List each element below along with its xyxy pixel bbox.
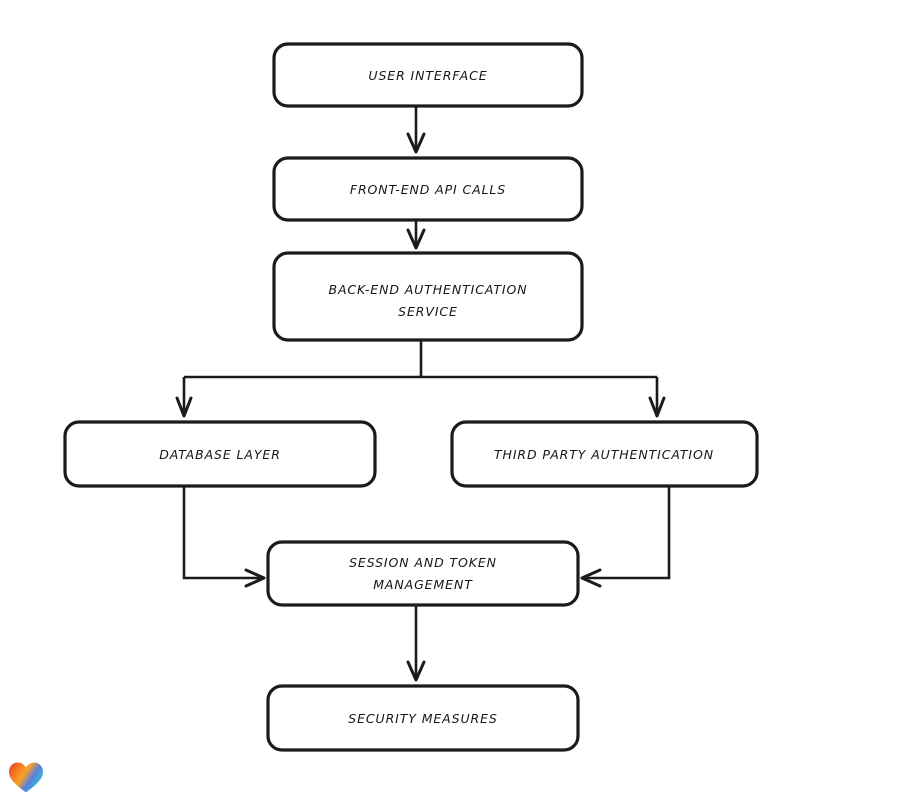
node-user-interface-label: USER INTERFACE [368,68,487,83]
edge-backend-to-database [175,377,193,418]
node-third-party-auth-shape [450,420,759,488]
edge-database-to-session [182,486,266,588]
node-back-end-auth-service[interactable]: BACK-END AUTHENTICATION SERVICE [272,251,584,342]
edge-backend-to-thirdparty [648,377,666,418]
node-third-party-auth[interactable]: THIRD PARTY AUTHENTICATION [450,420,759,488]
node-front-end-api-calls[interactable]: FRONT-END API CALLS [272,156,584,222]
edge-session-to-security [406,605,426,682]
node-security-measures[interactable]: SECURITY MEASURES [266,684,580,752]
node-third-party-auth-label: THIRD PARTY AUTHENTICATION [494,447,714,462]
edge-thirdparty-to-session [580,486,671,588]
edge-ui-to-frontend [406,106,426,154]
heart-icon-shape [9,762,43,793]
node-front-end-api-calls-shape [272,156,584,222]
node-back-end-auth-service-shape [272,251,584,342]
node-database-layer-shape [63,420,377,488]
node-session-token-mgmt-label-line1: SESSION AND TOKEN [349,555,497,570]
node-security-measures-shape [266,684,580,752]
node-user-interface-shape [272,42,584,108]
node-back-end-auth-service-label-line1: BACK-END AUTHENTICATION [328,282,527,297]
node-session-token-mgmt-label-line2: MANAGEMENT [373,577,473,592]
node-session-token-mgmt-shape [266,540,580,607]
node-database-layer[interactable]: DATABASE LAYER [63,420,377,488]
node-back-end-auth-service-label-line2: SERVICE [398,304,458,319]
node-database-layer-label: DATABASE LAYER [159,447,281,462]
edge-frontend-to-backend [406,220,426,250]
node-session-token-mgmt[interactable]: SESSION AND TOKEN MANAGEMENT [266,540,580,607]
edge-backend-branch-bus [184,340,657,379]
node-user-interface[interactable]: USER INTERFACE [272,42,584,108]
node-security-measures-label: SECURITY MEASURES [348,711,497,726]
node-front-end-api-calls-label: FRONT-END API CALLS [350,182,506,197]
heart-logo [9,762,43,793]
